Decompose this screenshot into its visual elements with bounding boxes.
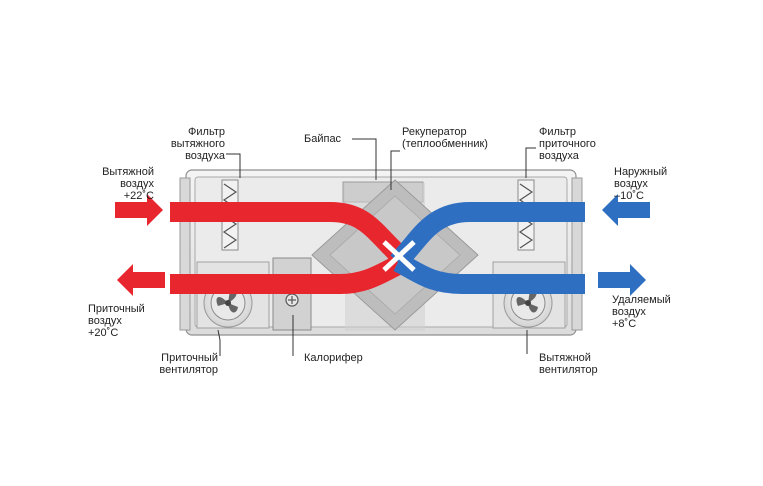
removed-air-arrow-icon xyxy=(598,264,646,296)
crossing-marker xyxy=(382,240,416,272)
label-heater: Калорифер xyxy=(304,352,363,364)
outdoor-air-arrow-icon xyxy=(602,194,650,226)
exhaust-fan-icon xyxy=(492,261,566,329)
label-removed-air: Удаляемый воздух +8˚С xyxy=(612,294,671,330)
label-supply-filter: Фильтр приточного воздуха xyxy=(539,126,596,162)
label-recuperator: Рекуператор (теплообменник) xyxy=(402,126,488,150)
label-exhaust-filter: Фильтр вытяжного воздуха xyxy=(170,126,225,162)
label-outdoor-air: Наружный воздух –10˚С xyxy=(614,166,668,202)
label-exhaust-fan: Вытяжной вентилятор xyxy=(539,352,598,376)
label-exhaust-air: Вытяжной воздух +22˚С xyxy=(102,166,154,202)
supply-air-arrow-icon xyxy=(117,264,165,296)
label-bypass: Байпас xyxy=(304,133,342,145)
leader-lines xyxy=(217,138,536,356)
supply-fan-icon xyxy=(196,261,270,329)
label-supply-air: Приточный воздух +20˚С xyxy=(88,303,145,339)
cold-flow-lower xyxy=(393,253,585,294)
exhaust-air-arrow-icon xyxy=(115,194,163,226)
label-supply-fan: Приточный вентилятор xyxy=(159,352,218,376)
